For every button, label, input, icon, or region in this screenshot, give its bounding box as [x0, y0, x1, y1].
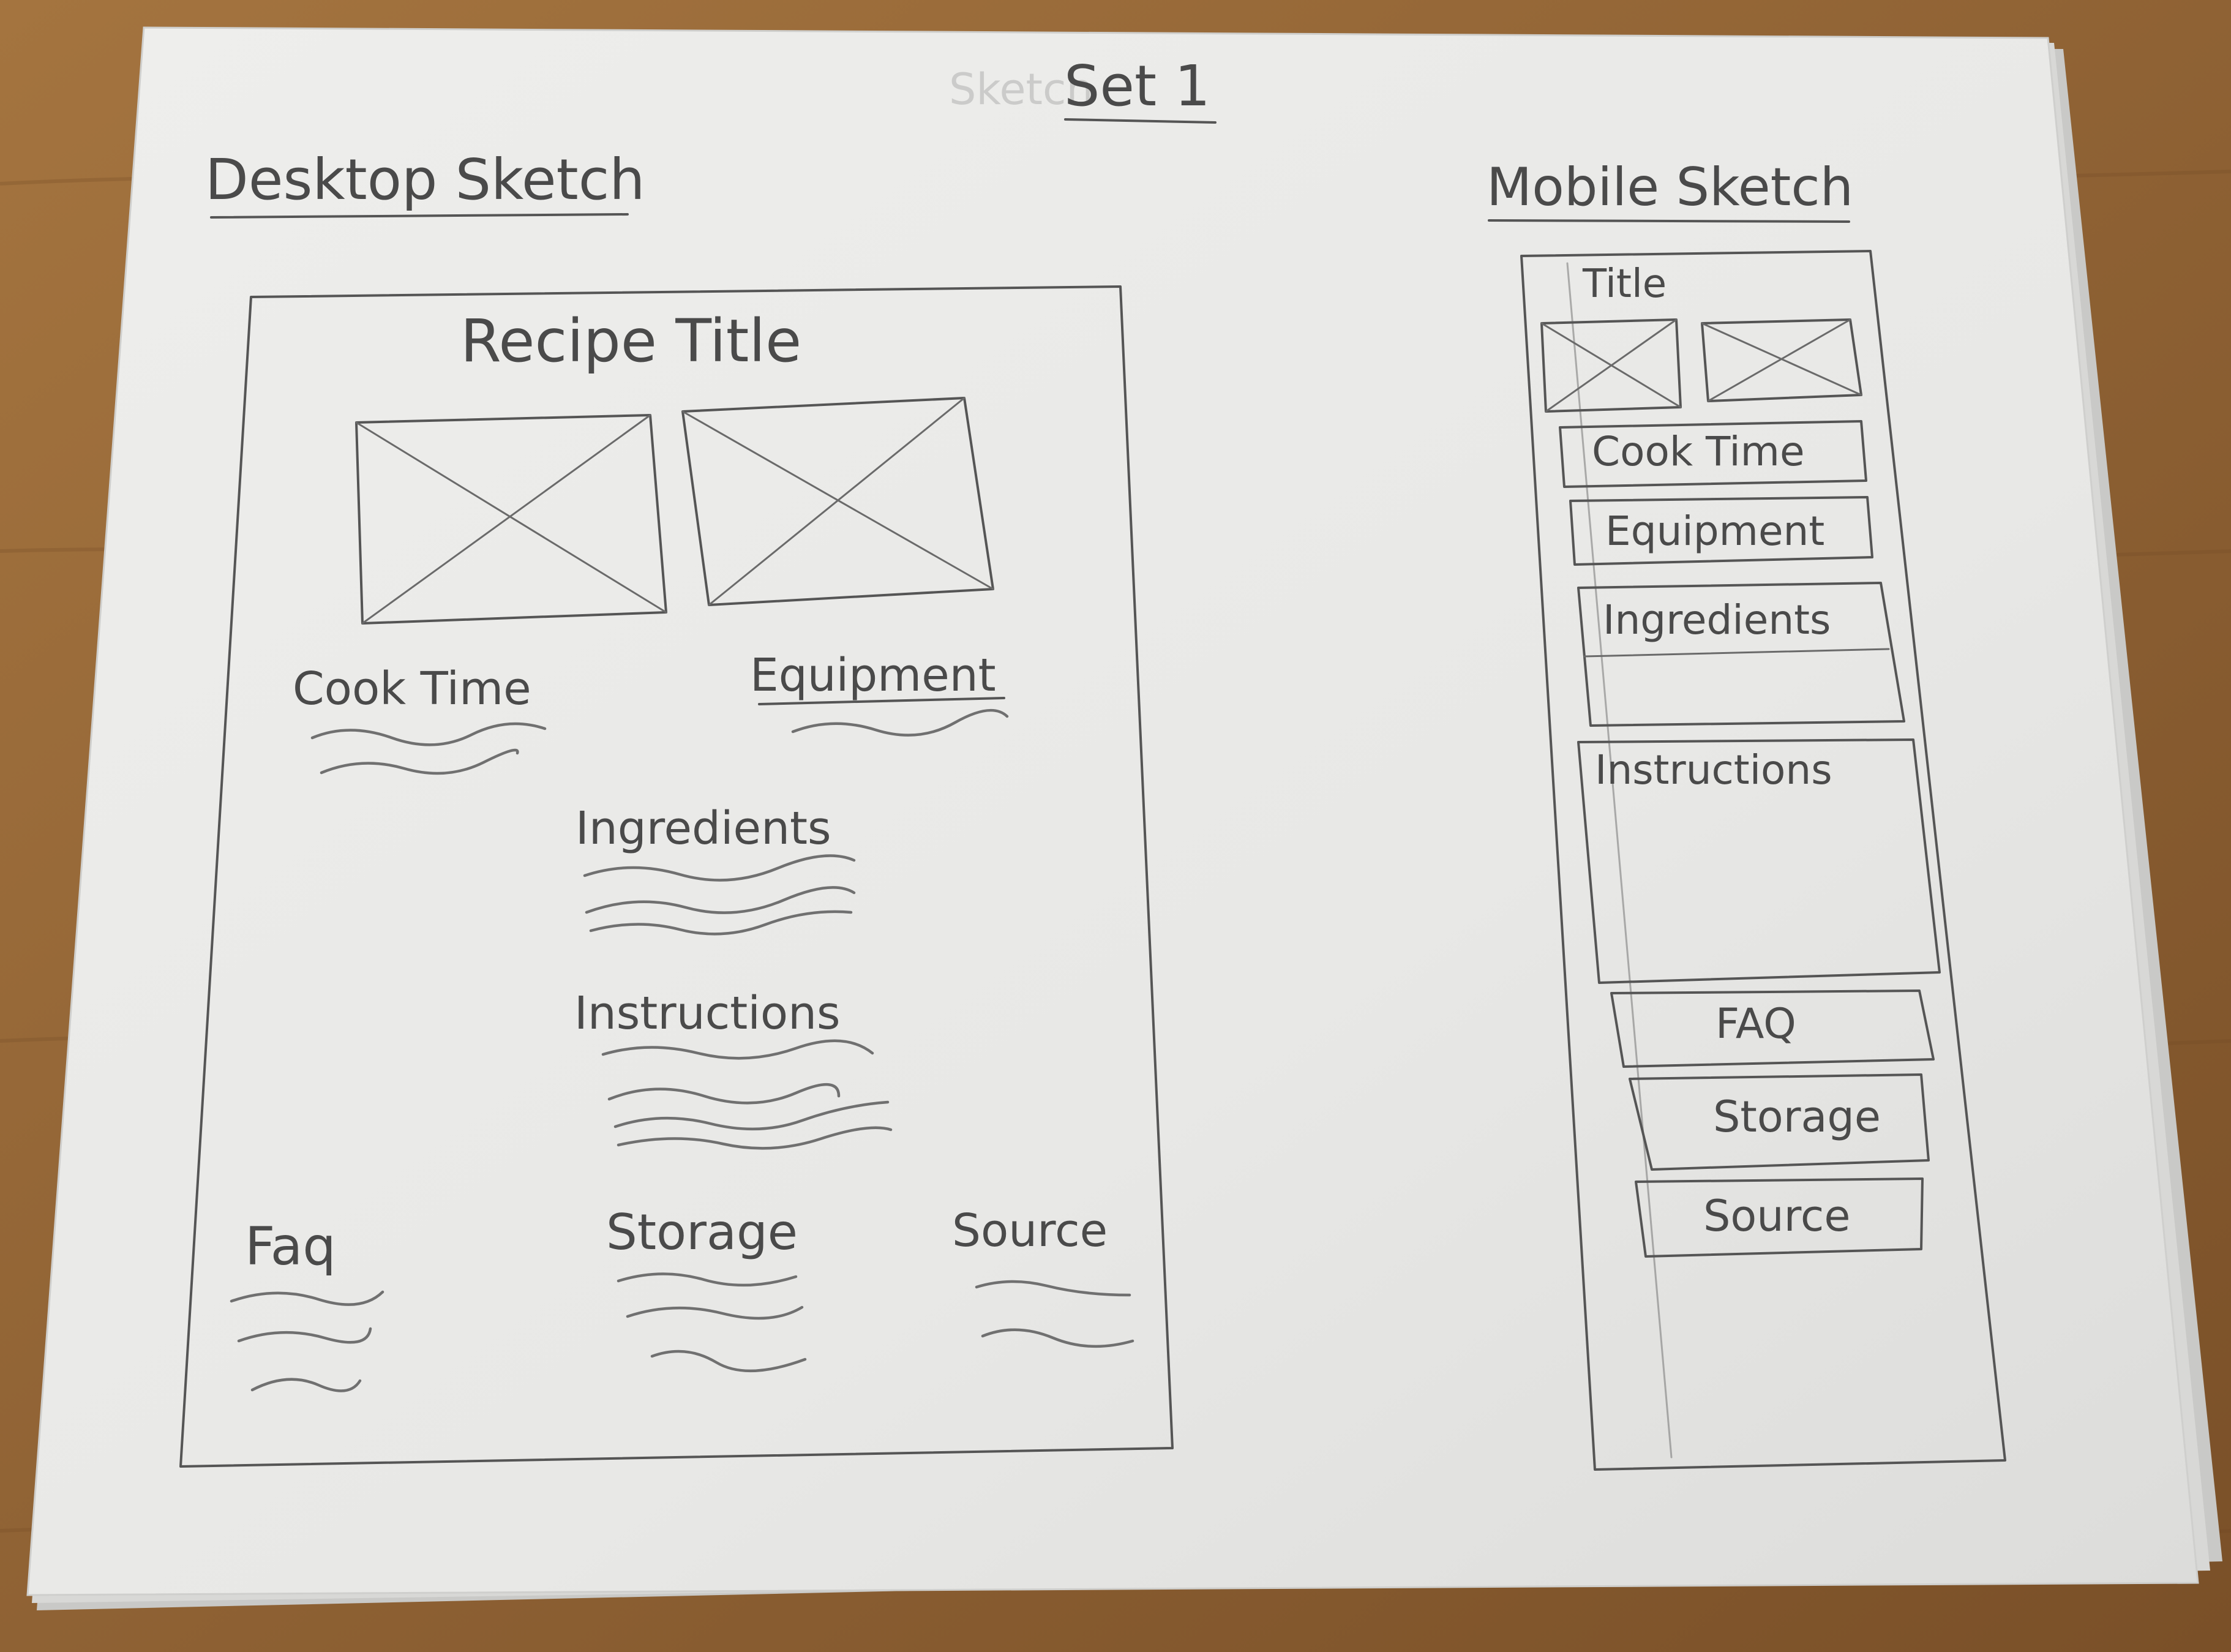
desktop-faq-placeholder-lines	[230, 1290, 384, 1392]
mobile-image-placeholder-1	[1540, 318, 1682, 413]
mobile-cook-time-section: Cook Time	[1559, 420, 1867, 488]
desktop-equipment-placeholder-line	[791, 708, 1009, 737]
desktop-image-placeholder-1	[355, 414, 667, 625]
desktop-heading: Desktop Sketch	[205, 147, 645, 212]
mobile-heading-underline	[1488, 219, 1850, 223]
mobile-page-title: Title	[1582, 261, 1667, 307]
sheet-title-underline	[1064, 118, 1217, 124]
desktop-cook-time-label: Cook Time	[293, 663, 531, 715]
mobile-heading: Mobile Sketch	[1487, 157, 1853, 218]
desktop-source-label: Source	[952, 1204, 1108, 1257]
mobile-equipment-label: Equipment	[1605, 508, 1824, 555]
mobile-instructions-section: Instructions	[1577, 738, 1941, 984]
mobile-frame-inner-edge	[1566, 262, 1673, 1459]
mobile-frame	[1520, 250, 2006, 1471]
mobile-instructions-label: Instructions	[1595, 746, 1832, 794]
paper-sheet	[26, 26, 2199, 1596]
mobile-storage-section: Storage	[1629, 1073, 1930, 1171]
mobile-faq-label: FAQ	[1715, 1000, 1796, 1048]
desktop-faq-label: Faq	[245, 1216, 336, 1277]
desktop-equipment-underline	[758, 697, 1005, 705]
mobile-storage-label: Storage	[1713, 1092, 1881, 1142]
mobile-source-section: Source	[1635, 1177, 1924, 1258]
mobile-image-placeholder-2	[1701, 318, 1862, 402]
desktop-frame	[179, 285, 1174, 1468]
desktop-ingredients-placeholder-lines	[583, 854, 856, 936]
desktop-instructions-placeholder-lines	[601, 1039, 893, 1150]
mobile-cook-time-label: Cook Time	[1592, 428, 1805, 475]
desktop-equipment-label: Equipment	[750, 649, 996, 702]
desktop-page-title: Recipe Title	[460, 307, 801, 375]
desktop-cook-time-placeholder-lines	[310, 722, 547, 775]
desktop-image-placeholder-2	[681, 397, 994, 606]
desktop-source-placeholder-lines	[975, 1280, 1134, 1348]
mobile-equipment-section: Equipment	[1569, 496, 1873, 566]
desktop-storage-placeholder-lines	[617, 1272, 807, 1373]
desktop-storage-label: Storage	[606, 1204, 798, 1261]
faint-erased-word: Sketch	[949, 64, 1093, 115]
desktop-ingredients-label: Ingredients	[576, 802, 831, 855]
mobile-ingredients-section: Ingredients	[1577, 582, 1905, 727]
desktop-heading-underline	[210, 213, 629, 219]
desktop-instructions-label: Instructions	[574, 987, 841, 1040]
mobile-faq-section: FAQ	[1610, 989, 1935, 1068]
mobile-ingredients-label: Ingredients	[1603, 596, 1831, 644]
mobile-source-label: Source	[1703, 1191, 1850, 1241]
sheet-title: Set 1	[1064, 53, 1210, 119]
